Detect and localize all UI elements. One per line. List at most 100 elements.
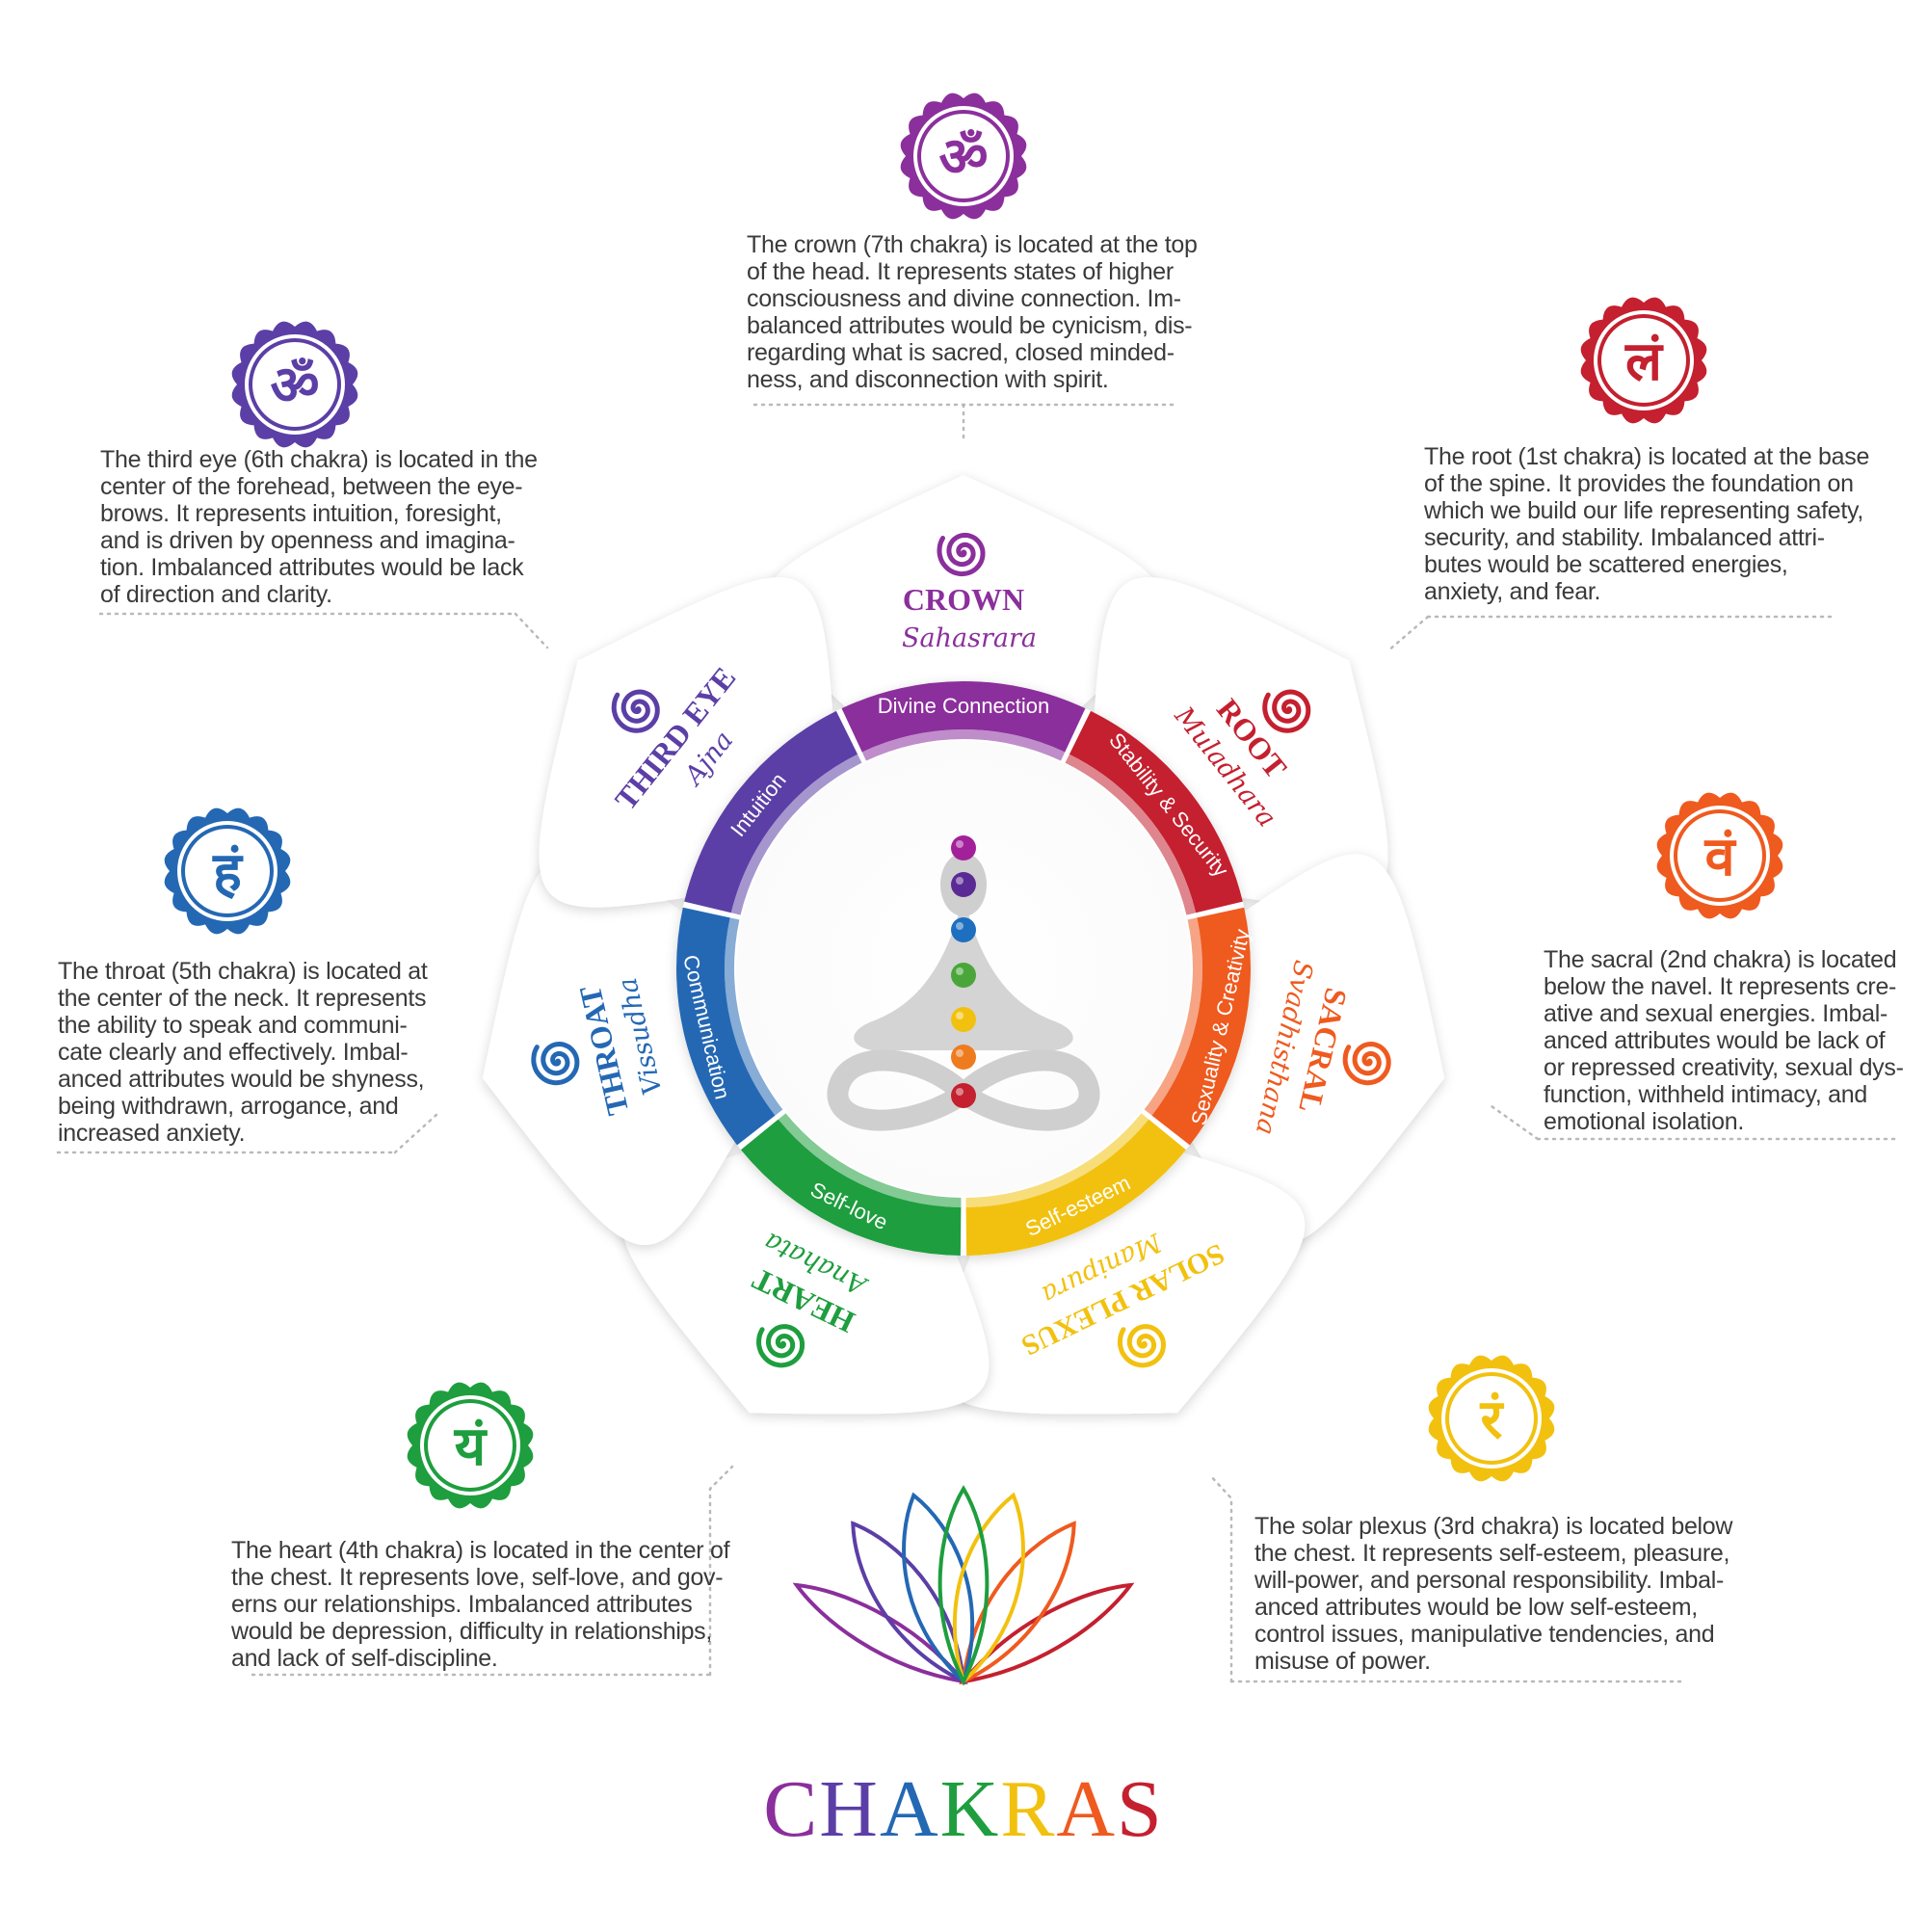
description-line: misuse of power.	[1254, 1648, 1431, 1675]
title-letter: A	[880, 1764, 940, 1854]
description-line: will-power, and personal responsibility.…	[1254, 1567, 1725, 1594]
petal-crown	[763, 475, 1164, 726]
description-line: the chest. It represents self-esteem, pl…	[1254, 1540, 1730, 1567]
symbol-glyph: लं	[1624, 331, 1664, 391]
connector-line	[1386, 615, 1430, 653]
connector-line	[514, 612, 549, 649]
chakra-symbols: ॐ लं वं रं यं हं ॐ	[164, 93, 1783, 1509]
description-line: consciousness and divine connection. Im-	[747, 285, 1181, 312]
description-line: anced attributes would be lack of	[1544, 1027, 1886, 1054]
description-line: ness, and disconnection with spirit.	[747, 366, 1109, 393]
heart-chakra-symbol-icon: यं	[407, 1382, 534, 1509]
spiral-icon	[611, 689, 660, 733]
title-letter: C	[763, 1764, 819, 1854]
title-letter: K	[940, 1764, 1001, 1854]
connector-line	[1207, 1472, 1233, 1683]
ring-segment-crown	[841, 680, 1086, 753]
description-line: increased anxiety.	[58, 1120, 246, 1147]
description-line: below the navel. It represents cre-	[1544, 973, 1897, 1000]
figure-chakra-dot	[951, 963, 976, 988]
description-line: regarding what is sacred, closed minded-	[747, 339, 1175, 366]
description-line: and lack of self-discipline.	[231, 1645, 498, 1672]
spiral-icon	[1117, 1324, 1166, 1368]
spiral-icon	[756, 1324, 805, 1368]
solar-plexus-description: The solar plexus (3rd chakra) is located…	[1254, 1513, 1732, 1675]
description-line: of direction and clarity.	[100, 581, 332, 608]
heart-description: The heart (4th chakra) is located in the…	[231, 1537, 730, 1672]
symbol-glyph: वं	[1703, 826, 1736, 887]
connector-line	[393, 1112, 439, 1154]
spiral-icon	[937, 532, 986, 577]
crown-description: The crown (7th chakra) is located at the…	[747, 231, 1198, 393]
description-line: tion. Imbalanced attributes would be lac…	[100, 554, 524, 581]
symbol-glyph: ॐ	[270, 355, 319, 415]
spiral-icon	[531, 1042, 580, 1086]
figure-chakra-dot	[951, 1083, 976, 1108]
symbol-glyph: यं	[454, 1416, 488, 1476]
description-line: of the head. It represents states of hig…	[747, 258, 1174, 285]
description-line: would be depression, difficulty in relat…	[231, 1618, 713, 1645]
dotted-connectors	[56, 403, 1900, 1683]
ring-segment-root	[1069, 710, 1243, 913]
figure-chakra-dot	[951, 872, 976, 897]
ring-segment-heart	[740, 1119, 962, 1256]
third-eye-chakra-symbol-icon: ॐ	[231, 321, 358, 448]
title-letter: R	[1000, 1764, 1056, 1854]
root-chakra-symbol-icon: लं	[1580, 297, 1707, 424]
description-line: security, and stability. Imbalanced attr…	[1424, 524, 1825, 551]
description-line: ative and sexual energies. Imbal-	[1544, 1000, 1887, 1027]
description-line: The solar plexus (3rd chakra) is located…	[1254, 1513, 1733, 1540]
description-line: anced attributes would be shyness,	[58, 1066, 425, 1093]
symbol-glyph: रं	[1480, 1389, 1505, 1449]
description-line: The heart (4th chakra) is located in the…	[231, 1537, 730, 1564]
description-line: the ability to speak and communi-	[58, 1012, 408, 1039]
solar-chakra-symbol-icon: रं	[1428, 1355, 1555, 1482]
third-eye-description: The third eye (6th chakra) is located in…	[100, 446, 538, 608]
description-line: brows. It represents intuition, foresigh…	[100, 500, 502, 527]
description-line: cate clearly and effectively. Imbal-	[58, 1039, 409, 1066]
chakras-title: CHAKRAS	[763, 1764, 1163, 1854]
description-line: anced attributes would be low self-estee…	[1254, 1594, 1698, 1621]
description-line: emotional isolation.	[1544, 1108, 1745, 1135]
ring-segment-solar	[965, 1119, 1187, 1256]
description-line: The throat (5th chakra) is located at	[58, 958, 428, 985]
figure-chakra-dot	[951, 917, 976, 942]
description-line: The root (1st chakra) is located at the …	[1424, 443, 1870, 470]
symbol-glyph: हं	[212, 841, 244, 902]
description-line: balanced attributes would be cynicism, d…	[747, 312, 1193, 339]
petal-sanskrit-crown: Sahasrara	[902, 623, 1037, 653]
description-line: being withdrawn, arrogance, and	[58, 1093, 399, 1120]
sacral-chakra-symbol-icon: वं	[1656, 792, 1783, 919]
description-line: butes would be scattered energies,	[1424, 551, 1788, 578]
meditation-figure-icon	[827, 835, 1100, 1131]
crown-chakra-symbol-icon: ॐ	[900, 93, 1027, 220]
description-line: center of the forehead, between the eye-	[100, 473, 523, 500]
spiral-icon	[1262, 689, 1311, 733]
connector-line	[1490, 1104, 1540, 1141]
root-description: The root (1st chakra) is located at the …	[1424, 443, 1869, 605]
figure-chakra-dot	[951, 835, 976, 860]
lotus-logo-icon	[792, 1485, 1135, 1686]
description-line: or repressed creativity, sexual dys-	[1544, 1054, 1904, 1081]
description-line: the chest. It represents love, self-love…	[231, 1564, 724, 1591]
description-line: which we build our life representing saf…	[1424, 497, 1864, 524]
figure-chakra-dot	[951, 1045, 976, 1070]
ring-segment-third-eye	[684, 710, 858, 913]
ring-segment-throat	[676, 907, 776, 1146]
throat-chakra-symbol-icon: हं	[164, 807, 291, 935]
description-line: of the spine. It provides the foundation…	[1424, 470, 1854, 497]
petal-name-crown: CROWN	[903, 582, 1024, 617]
description-line: The third eye (6th chakra) is located in…	[100, 446, 538, 473]
description-line: control issues, manipulative tendencies,…	[1254, 1621, 1715, 1648]
quality-label-crown: Divine Connection	[878, 694, 1050, 718]
symbol-glyph: ॐ	[938, 126, 988, 187]
description-line: erns our relationships. Imbalanced attri…	[231, 1591, 693, 1618]
figure-chakra-dot	[951, 1007, 976, 1032]
title-letter: H	[819, 1764, 880, 1854]
description-line: and is driven by openness and imagina-	[100, 527, 515, 554]
description-line: The crown (7th chakra) is located at the…	[747, 231, 1198, 258]
title-letter: A	[1056, 1764, 1117, 1854]
